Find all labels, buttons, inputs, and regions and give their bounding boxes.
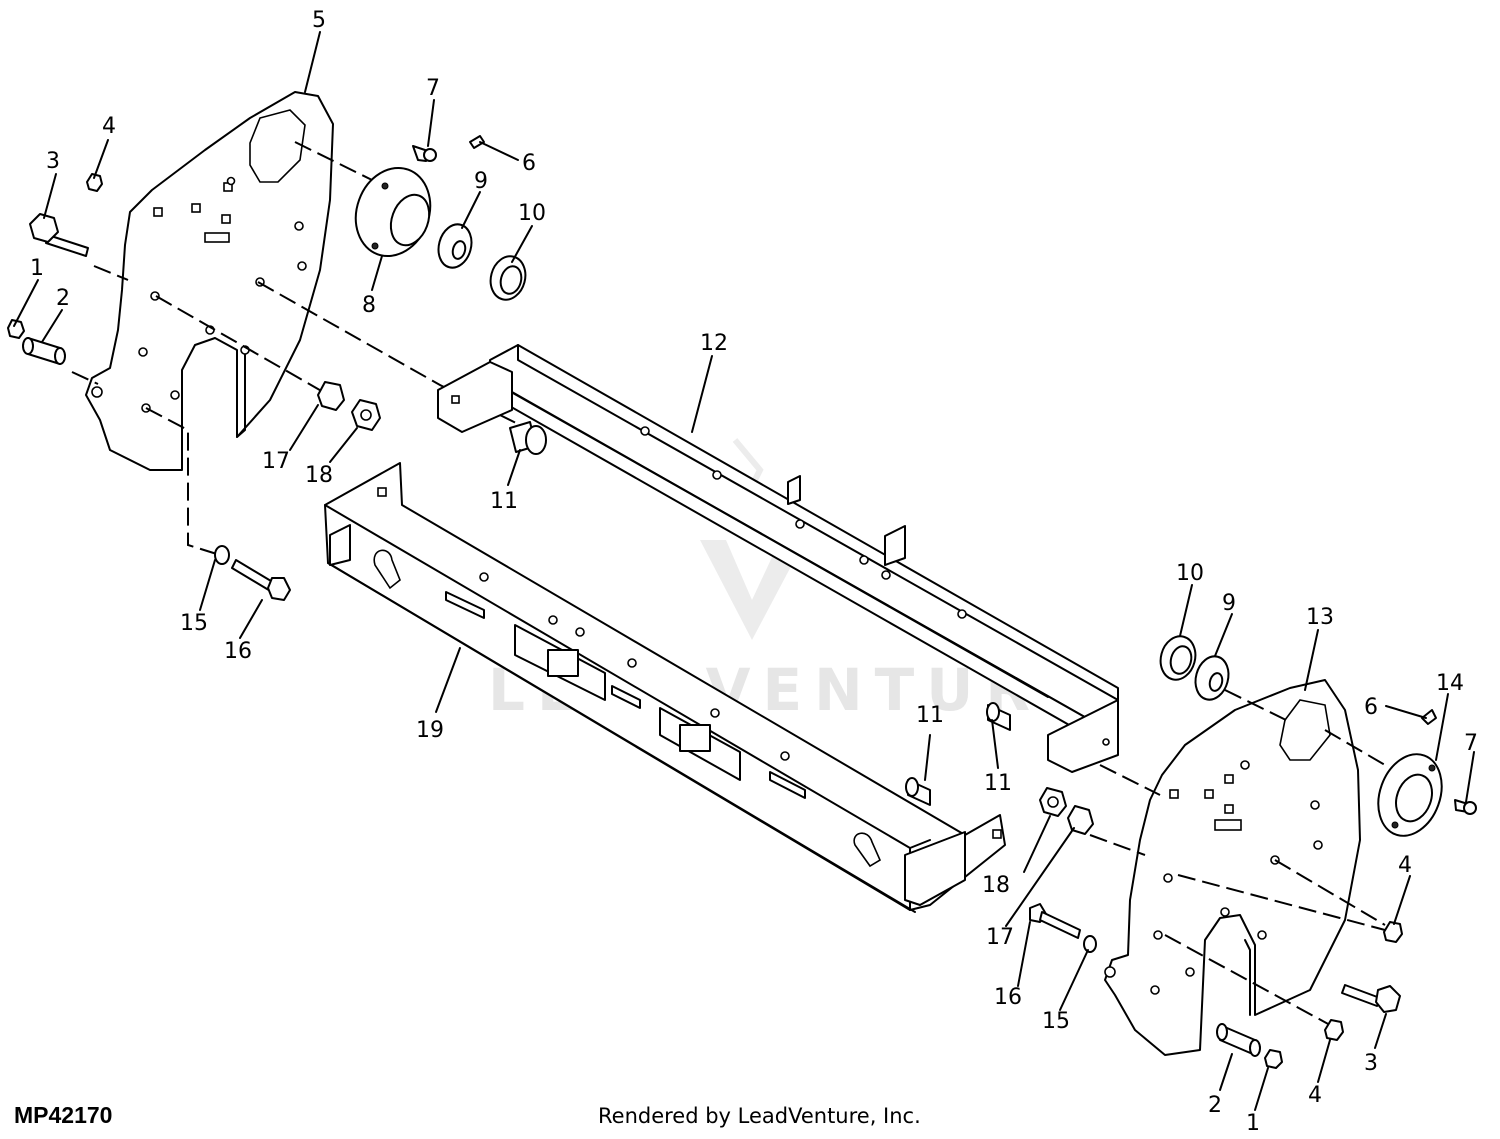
seal-10-left	[489, 255, 527, 301]
callout-6-left: 6	[522, 151, 536, 176]
channel-12	[437, 344, 1119, 773]
frame-19	[324, 462, 1006, 913]
bolt-3-left	[29, 213, 89, 257]
callout-labels: 5 4 3 1 2 7 6 9 10 8 17 18 12 11 15 16 1…	[30, 8, 1478, 1136]
callout-8-left: 8	[362, 293, 376, 318]
bolt-16-left	[231, 559, 291, 601]
callout-2-right: 2	[1208, 1093, 1222, 1118]
callout-15-right: 15	[1042, 1009, 1070, 1034]
callout-4-right-bottom: 4	[1308, 1083, 1322, 1108]
callout-18-right: 18	[982, 873, 1010, 898]
washer-15-left	[214, 545, 230, 565]
callout-12: 12	[700, 331, 728, 356]
callout-13: 13	[1306, 605, 1334, 630]
pin-11-center	[509, 421, 547, 455]
callout-19: 19	[416, 718, 444, 743]
leader-lines	[13, 31, 1475, 1111]
nut-17-left	[317, 381, 345, 411]
callout-11-center: 11	[490, 489, 518, 514]
left-bearing-assembly	[354, 135, 527, 301]
nut-1-left	[7, 319, 25, 339]
right-side-plate	[1104, 679, 1361, 1056]
callout-5-left: 5	[312, 8, 326, 33]
callout-11-frame-left: 11	[916, 703, 944, 728]
pin-11-frame	[905, 702, 1011, 806]
bearing-9-right	[1194, 655, 1230, 701]
callout-16-left: 16	[224, 639, 252, 664]
flange-14-right	[1377, 753, 1443, 837]
render-credit: Rendered by LeadVenture, Inc.	[598, 1104, 921, 1128]
nut-4-left	[86, 173, 103, 192]
spacer-2-right	[1216, 1023, 1261, 1057]
callout-9-left: 9	[474, 169, 488, 194]
callout-6-right: 6	[1364, 695, 1378, 720]
callout-15-left: 15	[180, 611, 208, 636]
callout-16-right: 16	[994, 985, 1022, 1010]
callout-1-left: 1	[30, 256, 44, 281]
figure-id: MP42170	[14, 1102, 113, 1128]
callout-3-left: 3	[46, 149, 60, 174]
callout-17-right: 17	[986, 925, 1014, 950]
callout-7-left: 7	[426, 76, 440, 101]
bearing-9-left	[437, 223, 473, 269]
callout-4-left: 4	[102, 114, 116, 139]
seal-10-right	[1159, 635, 1197, 681]
callout-11-frame-right: 11	[984, 771, 1012, 796]
nut-18-right	[1039, 787, 1067, 817]
left-hardware	[7, 141, 521, 601]
callout-1-right: 1	[1246, 1111, 1260, 1136]
callout-3-right: 3	[1364, 1051, 1378, 1076]
nut-18-left	[351, 399, 381, 431]
left-side-plate	[85, 91, 334, 471]
callout-17-left: 17	[262, 449, 290, 474]
callout-2-left: 2	[56, 286, 70, 311]
spacer-2-left	[22, 337, 66, 365]
right-hardware	[1029, 635, 1477, 1069]
callout-14: 14	[1436, 671, 1464, 696]
callout-10-left: 10	[518, 201, 546, 226]
callout-4-right-top: 4	[1398, 853, 1412, 878]
callout-10-right: 10	[1176, 561, 1204, 586]
callout-7-right: 7	[1464, 731, 1478, 756]
callout-18-left: 18	[305, 463, 333, 488]
callout-9-right: 9	[1222, 591, 1236, 616]
